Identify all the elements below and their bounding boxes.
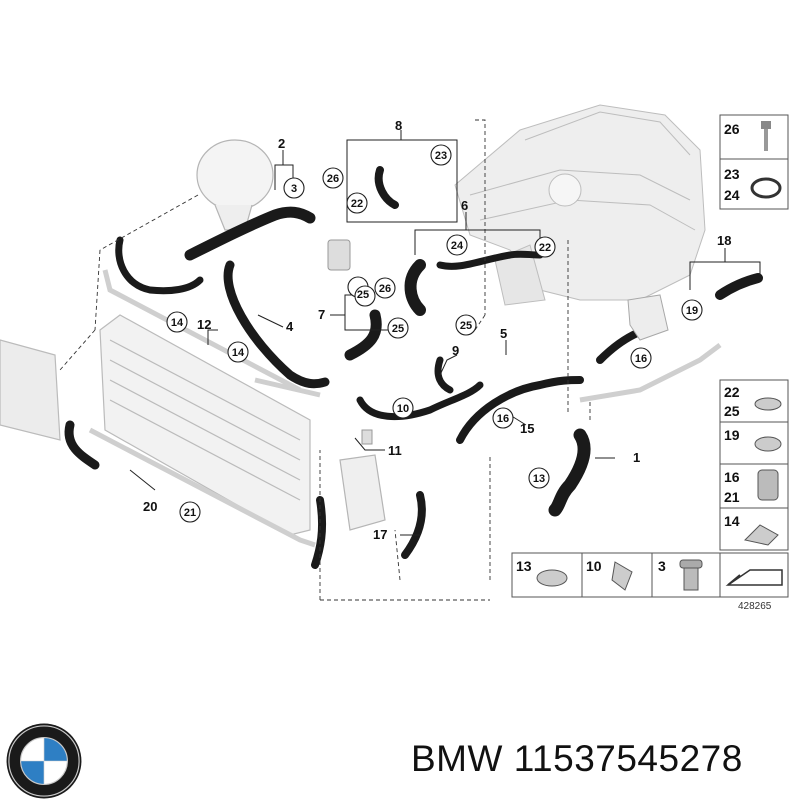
circled-16-b: 16 bbox=[635, 353, 647, 365]
circled-24: 24 bbox=[451, 240, 464, 252]
callout-18: 18 bbox=[717, 233, 731, 248]
legend-3: 3 bbox=[658, 558, 666, 574]
circled-25-b: 25 bbox=[392, 323, 404, 335]
circled-26-mid-label: 26 bbox=[379, 283, 391, 295]
thermostat-housing bbox=[627, 294, 669, 341]
legend-23: 23 bbox=[724, 166, 740, 182]
part-callouts: 2 8 6 7 4 12 5 9 15 11 17 20 1 18 bbox=[143, 118, 731, 542]
circled-22-right: 22 bbox=[539, 242, 551, 254]
callout-11: 11 bbox=[388, 443, 402, 458]
circled-16-a: 16 bbox=[497, 413, 509, 425]
legend-25: 25 bbox=[724, 403, 740, 419]
circled-14-b: 14 bbox=[232, 347, 245, 359]
legend-13: 13 bbox=[516, 558, 532, 574]
callout-17: 17 bbox=[373, 527, 387, 542]
circled-10: 10 bbox=[397, 403, 409, 415]
reference-code: 428265 bbox=[738, 601, 772, 612]
callout-8: 8 bbox=[395, 118, 402, 133]
callout-2: 2 bbox=[278, 136, 285, 151]
circled-13: 13 bbox=[533, 473, 545, 485]
callout-7: 7 bbox=[318, 307, 325, 322]
circled-22-top: 22 bbox=[351, 198, 363, 210]
callout-6: 6 bbox=[461, 198, 468, 213]
circled-14-a: 14 bbox=[171, 317, 184, 329]
callout-1: 1 bbox=[633, 450, 640, 465]
extra-circles bbox=[374, 277, 396, 299]
legend-right-labels: 26 23 24 22 25 19 16 21 14 bbox=[724, 121, 740, 529]
legend-right-icons bbox=[743, 121, 782, 546]
circled-callouts bbox=[166, 144, 703, 523]
callout-12: 12 bbox=[197, 317, 211, 332]
radiator bbox=[0, 314, 311, 536]
bmw-logo-icon bbox=[6, 723, 82, 799]
legend-16: 16 bbox=[724, 469, 740, 485]
circled-3: 3 bbox=[291, 183, 297, 195]
legend-14: 14 bbox=[724, 513, 740, 529]
legend-bottom-labels: 13 10 3 bbox=[516, 558, 666, 574]
callout-5: 5 bbox=[500, 326, 507, 341]
callout-4: 4 bbox=[286, 319, 294, 334]
callout-20: 20 bbox=[143, 499, 157, 514]
legend-10: 10 bbox=[586, 558, 602, 574]
circled-19: 19 bbox=[686, 305, 698, 317]
circled-21: 21 bbox=[184, 507, 196, 519]
circled-23: 23 bbox=[435, 150, 447, 162]
circled-25-a: 25 bbox=[357, 289, 369, 301]
leader-lines-solid bbox=[129, 130, 761, 536]
callout-15: 15 bbox=[520, 421, 534, 436]
small-fittings bbox=[327, 239, 373, 445]
leader-lines-dashed bbox=[59, 119, 591, 601]
part-number-title: BMW 11537545278 bbox=[411, 738, 743, 779]
legend-22: 22 bbox=[724, 384, 740, 400]
legend-21: 21 bbox=[724, 489, 740, 505]
hoses bbox=[64, 166, 763, 569]
circled-25-c: 25 bbox=[460, 320, 472, 332]
callout-9: 9 bbox=[452, 343, 459, 358]
circled-26-top: 26 bbox=[327, 173, 339, 185]
legend-24: 24 bbox=[724, 187, 740, 203]
engine-block bbox=[454, 104, 706, 306]
legend-bottom-icons bbox=[536, 559, 783, 591]
legend-26: 26 bbox=[724, 121, 740, 137]
legend-19: 19 bbox=[724, 427, 740, 443]
